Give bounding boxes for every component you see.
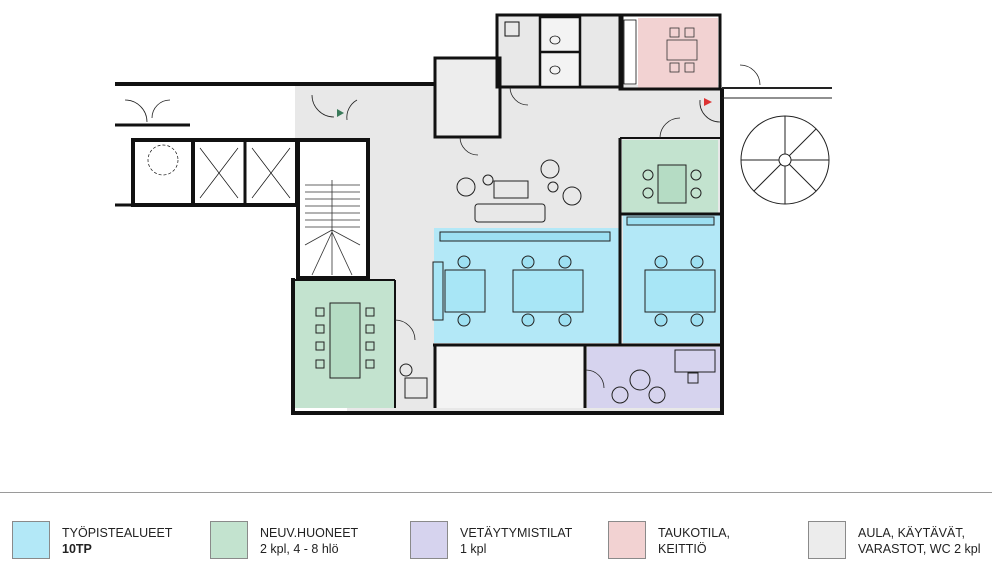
desks (432, 261, 716, 321)
divider (0, 492, 992, 493)
retreat-furniture (399, 349, 716, 404)
legend-label: AULA, KÄYTÄVÄT, (858, 526, 965, 540)
meeting-tables (329, 164, 687, 379)
break-room-kitchen (638, 18, 718, 88)
legend-detail: VARASTOT, WC 2 kpl (858, 542, 981, 556)
legend-swatch-meeting (210, 521, 248, 559)
legend-detail: 2 kpl, 4 - 8 hlö (260, 542, 339, 556)
outer-walls (291, 88, 724, 415)
legend-label: TYÖPISTEALUEET (62, 526, 173, 540)
desk-chairs (457, 255, 704, 327)
lounge-furniture (439, 159, 715, 242)
storage-room (436, 346, 585, 408)
doors (124, 64, 761, 389)
legend-swatch-retreat (410, 521, 448, 559)
legend-detail: 1 kpl (460, 542, 487, 556)
legend-detail: 10TP (62, 542, 92, 556)
left-wing (115, 82, 435, 207)
wc-block (495, 13, 722, 91)
stairwell (296, 138, 370, 280)
floor-plan (115, 13, 832, 415)
legend-swatch-workspace (12, 521, 50, 559)
stairs-icon (304, 180, 361, 276)
legend-label: NEUV.HUONEET (260, 526, 359, 540)
spiral-staircase-icon (722, 87, 832, 205)
storage-box (433, 56, 502, 139)
legend-label: TAUKOTILA, (658, 526, 731, 540)
legend-detail: KEITTIÖ (658, 542, 707, 556)
legend-swatch-break (608, 521, 646, 559)
entrance-arrow-icon (704, 98, 712, 106)
retreat-room (587, 347, 720, 408)
legend-label: VETÄYTYMISTILAT (460, 526, 573, 540)
kitchen-table (666, 27, 698, 73)
entry-arrow-icon (337, 109, 344, 117)
legend-swatch-common (808, 521, 846, 559)
meeting-chairs (315, 169, 702, 369)
